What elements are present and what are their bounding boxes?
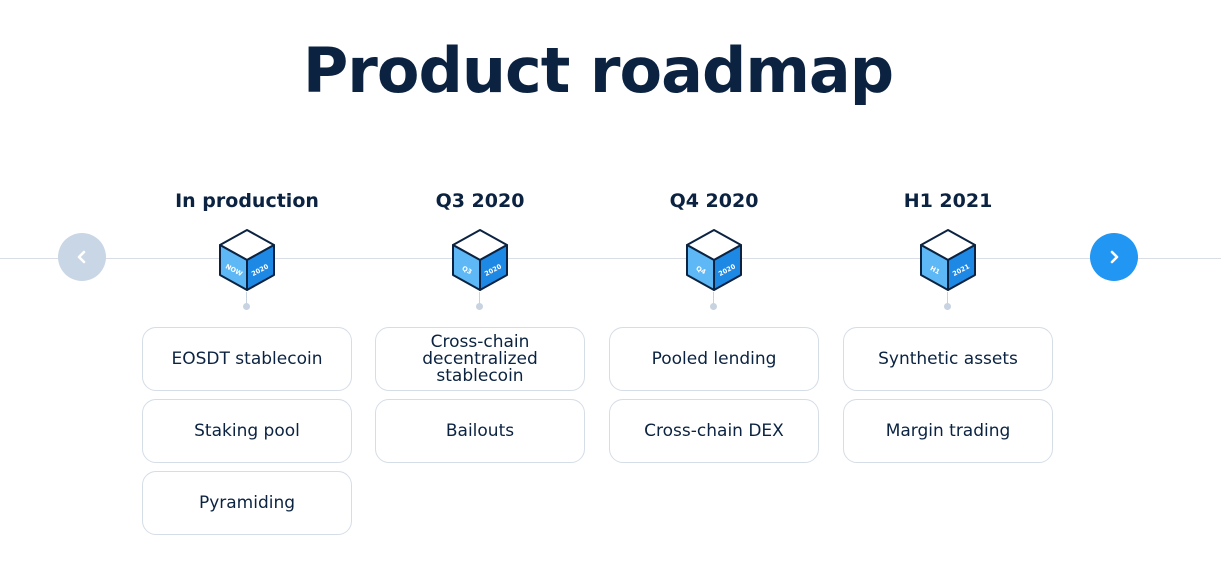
prev-button[interactable] — [58, 233, 106, 281]
item-list: EOSDT stablecoin Staking pool Pyramiding — [142, 327, 352, 543]
chevron-left-icon — [77, 250, 86, 264]
roadmap-item: EOSDT stablecoin — [142, 327, 352, 391]
roadmap-column-q4-2020: Q4 2020 Q4 2020 Pooled lending Cross-cha… — [609, 188, 819, 463]
stem-dot — [944, 303, 951, 310]
roadmap-column-h1-2021: H1 2021 H1 2021 Synthetic assets Margin … — [843, 188, 1053, 463]
stem-line — [479, 292, 480, 304]
column-heading: H1 2021 — [903, 190, 993, 212]
roadmap-item: Staking pool — [142, 399, 352, 463]
column-heading: Q3 2020 — [435, 190, 525, 212]
cube-icon: Q4 2020 — [686, 229, 742, 291]
cube-icon: Q3 2020 — [452, 229, 508, 291]
roadmap-item: Bailouts — [375, 399, 585, 463]
column-heading: Q4 2020 — [669, 190, 759, 212]
chevron-right-icon — [1110, 250, 1119, 264]
stem-dot — [476, 303, 483, 310]
roadmap-item: Cross-chain DEX — [609, 399, 819, 463]
roadmap-item: Pyramiding — [142, 471, 352, 535]
next-button[interactable] — [1090, 233, 1138, 281]
cube-left-label: Q3 — [461, 264, 474, 276]
column-heading: In production — [175, 190, 319, 212]
roadmap-item: Pooled lending — [609, 327, 819, 391]
item-list: Pooled lending Cross-chain DEX — [609, 327, 819, 471]
item-list: Synthetic assets Margin trading — [843, 327, 1053, 471]
cube-icon: H1 2021 — [920, 229, 976, 291]
cube-icon: NOW 2020 — [219, 229, 275, 291]
roadmap-item: Synthetic assets — [843, 327, 1053, 391]
timeline-line — [0, 258, 1221, 259]
roadmap-column-q3-2020: Q3 2020 Q3 2020 Cross-chain decentralize… — [375, 188, 585, 463]
stem-dot — [243, 303, 250, 310]
stem-line — [947, 292, 948, 304]
roadmap-column-in-production: In production NOW 2020 EOSDT stablecoin … — [142, 188, 352, 535]
cube-left-label: H1 — [929, 264, 942, 276]
roadmap-item: Margin trading — [843, 399, 1053, 463]
page-title: Product roadmap — [302, 34, 894, 107]
roadmap-item: Cross-chain decentralized stablecoin — [375, 327, 585, 391]
stem-line — [246, 292, 247, 304]
item-list: Cross-chain decentralized stablecoin Bai… — [375, 327, 585, 471]
stem-line — [713, 292, 714, 304]
stem-dot — [710, 303, 717, 310]
